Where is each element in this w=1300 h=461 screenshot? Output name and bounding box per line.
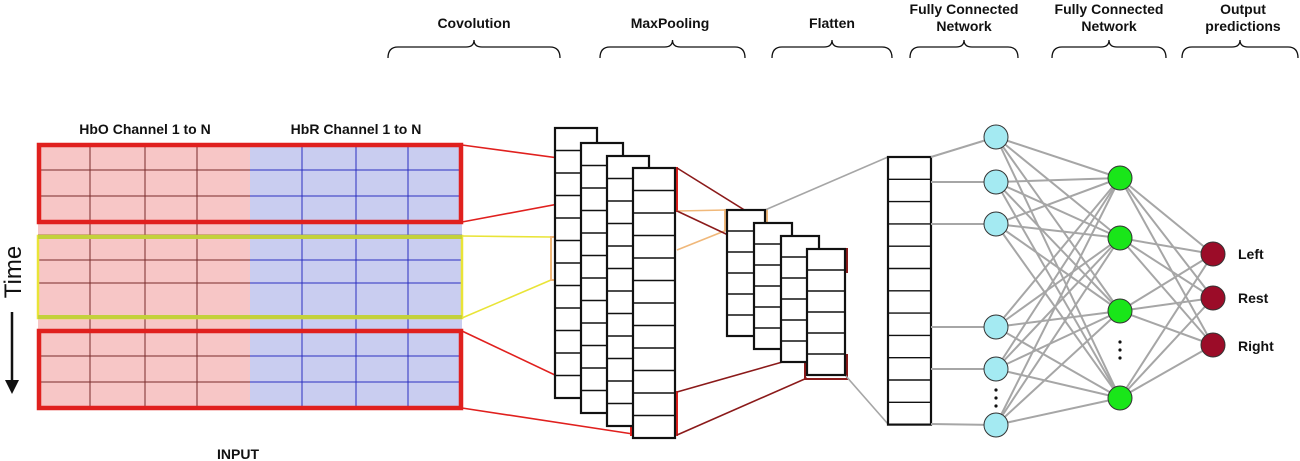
flatten-link [764, 156, 889, 211]
time-arrow [5, 312, 19, 394]
dense-edge [1119, 253, 1214, 312]
fc1-node [983, 169, 1009, 195]
dense-edge [995, 177, 1121, 426]
convolution-feature-maps [553, 126, 677, 440]
maxpooling-feature-maps [725, 208, 847, 377]
output-node [1200, 332, 1226, 358]
stage-label-output-line1: Output [1220, 1, 1266, 17]
conv-link [461, 407, 634, 435]
dense-edge [995, 310, 1121, 426]
ellipsis-dot [1118, 340, 1122, 344]
dense-edge [995, 223, 1121, 239]
fc1-node [983, 124, 1009, 150]
fc2-node [1107, 225, 1133, 251]
output-label-right: Right [1238, 338, 1274, 354]
fc1-node [983, 412, 1009, 438]
window-bottom-outline [36, 328, 464, 411]
output-label-rest: Rest [1238, 290, 1269, 306]
conv-link [461, 235, 552, 238]
dense-edge [1119, 297, 1214, 312]
dense-edge [995, 310, 1121, 370]
dense-edge [995, 310, 1121, 328]
ellipsis-dot [1118, 348, 1122, 352]
input-grid [36, 142, 464, 411]
dense-edge [1119, 253, 1214, 399]
ellipsis-dot [994, 388, 998, 392]
output-node [1200, 285, 1226, 311]
dense-edge [1119, 344, 1214, 399]
stage-brace [771, 39, 893, 59]
hbr-channel-label: HbR Channel 1 to N [291, 121, 422, 137]
input-caption: INPUT [217, 446, 259, 461]
stage-label-fc1-line1: Fully Connected [910, 1, 1019, 17]
pool-link [676, 229, 728, 251]
dense-edge [995, 237, 1121, 426]
stage-brace [599, 39, 746, 59]
dense-edge [995, 181, 1121, 399]
flatten-link [844, 374, 889, 425]
stage-label-output-line2: predictions [1205, 18, 1281, 34]
dense-edge [995, 223, 1121, 399]
stage-label-convolution: Covolution [437, 15, 510, 31]
time-axis-label: Time [0, 246, 27, 298]
stage-label-fc2-line2: Network [1081, 18, 1136, 34]
fc2-node [1107, 165, 1133, 191]
dense-edge [995, 177, 1121, 328]
window-top-outline [36, 142, 464, 225]
stage-label-fc2-line1: Fully Connected [1055, 1, 1164, 17]
ellipsis-dot [994, 404, 998, 408]
dense-edge [995, 177, 1121, 183]
pool-link [676, 209, 728, 212]
dense-edge [1119, 237, 1214, 299]
dense-edge [995, 136, 1121, 179]
dense-edge [995, 181, 1121, 239]
fc1-node [983, 356, 1009, 382]
conv-link [461, 279, 552, 319]
ellipsis-dot [1118, 356, 1122, 360]
dense-edge [1119, 177, 1214, 346]
dense-edge [1119, 310, 1214, 346]
dense-edge [995, 177, 1121, 225]
dense-edge [995, 223, 1121, 312]
stage-label-flatten: Flatten [809, 15, 855, 31]
stage-brace [909, 39, 1019, 59]
output-node [1200, 241, 1226, 267]
dense-edge [995, 181, 1121, 312]
dense-edge [995, 136, 1121, 312]
dense-edge [1119, 237, 1214, 346]
dense-edge [995, 368, 1121, 399]
stage-brace [387, 39, 561, 59]
dense-edge [1119, 177, 1214, 299]
fc1-node [983, 314, 1009, 340]
fc2-node [1107, 298, 1133, 324]
stage-brace [1051, 39, 1167, 59]
pool-link [676, 377, 808, 436]
dense-edge [995, 397, 1121, 426]
flatten-vector [886, 155, 933, 426]
network-nodes [983, 124, 1226, 438]
hbo-region [38, 145, 250, 408]
stage-braces [387, 39, 1299, 59]
dense-edge [1119, 177, 1214, 255]
dense-edge [995, 177, 1121, 370]
stage-label-maxpooling: MaxPooling [631, 15, 710, 31]
dense-edge [1119, 297, 1214, 399]
stage-label-fc1-line2: Network [936, 18, 991, 34]
dense-edge [1119, 237, 1214, 255]
hbo-channel-label: HbO Channel 1 to N [79, 121, 210, 137]
fc1-node [983, 211, 1009, 237]
dense-connections [930, 136, 1214, 426]
stage-brace [1181, 39, 1299, 59]
output-label-left: Left [1238, 246, 1264, 262]
dense-edge [995, 237, 1121, 328]
ellipsis-dot [994, 396, 998, 400]
fc2-node [1107, 385, 1133, 411]
